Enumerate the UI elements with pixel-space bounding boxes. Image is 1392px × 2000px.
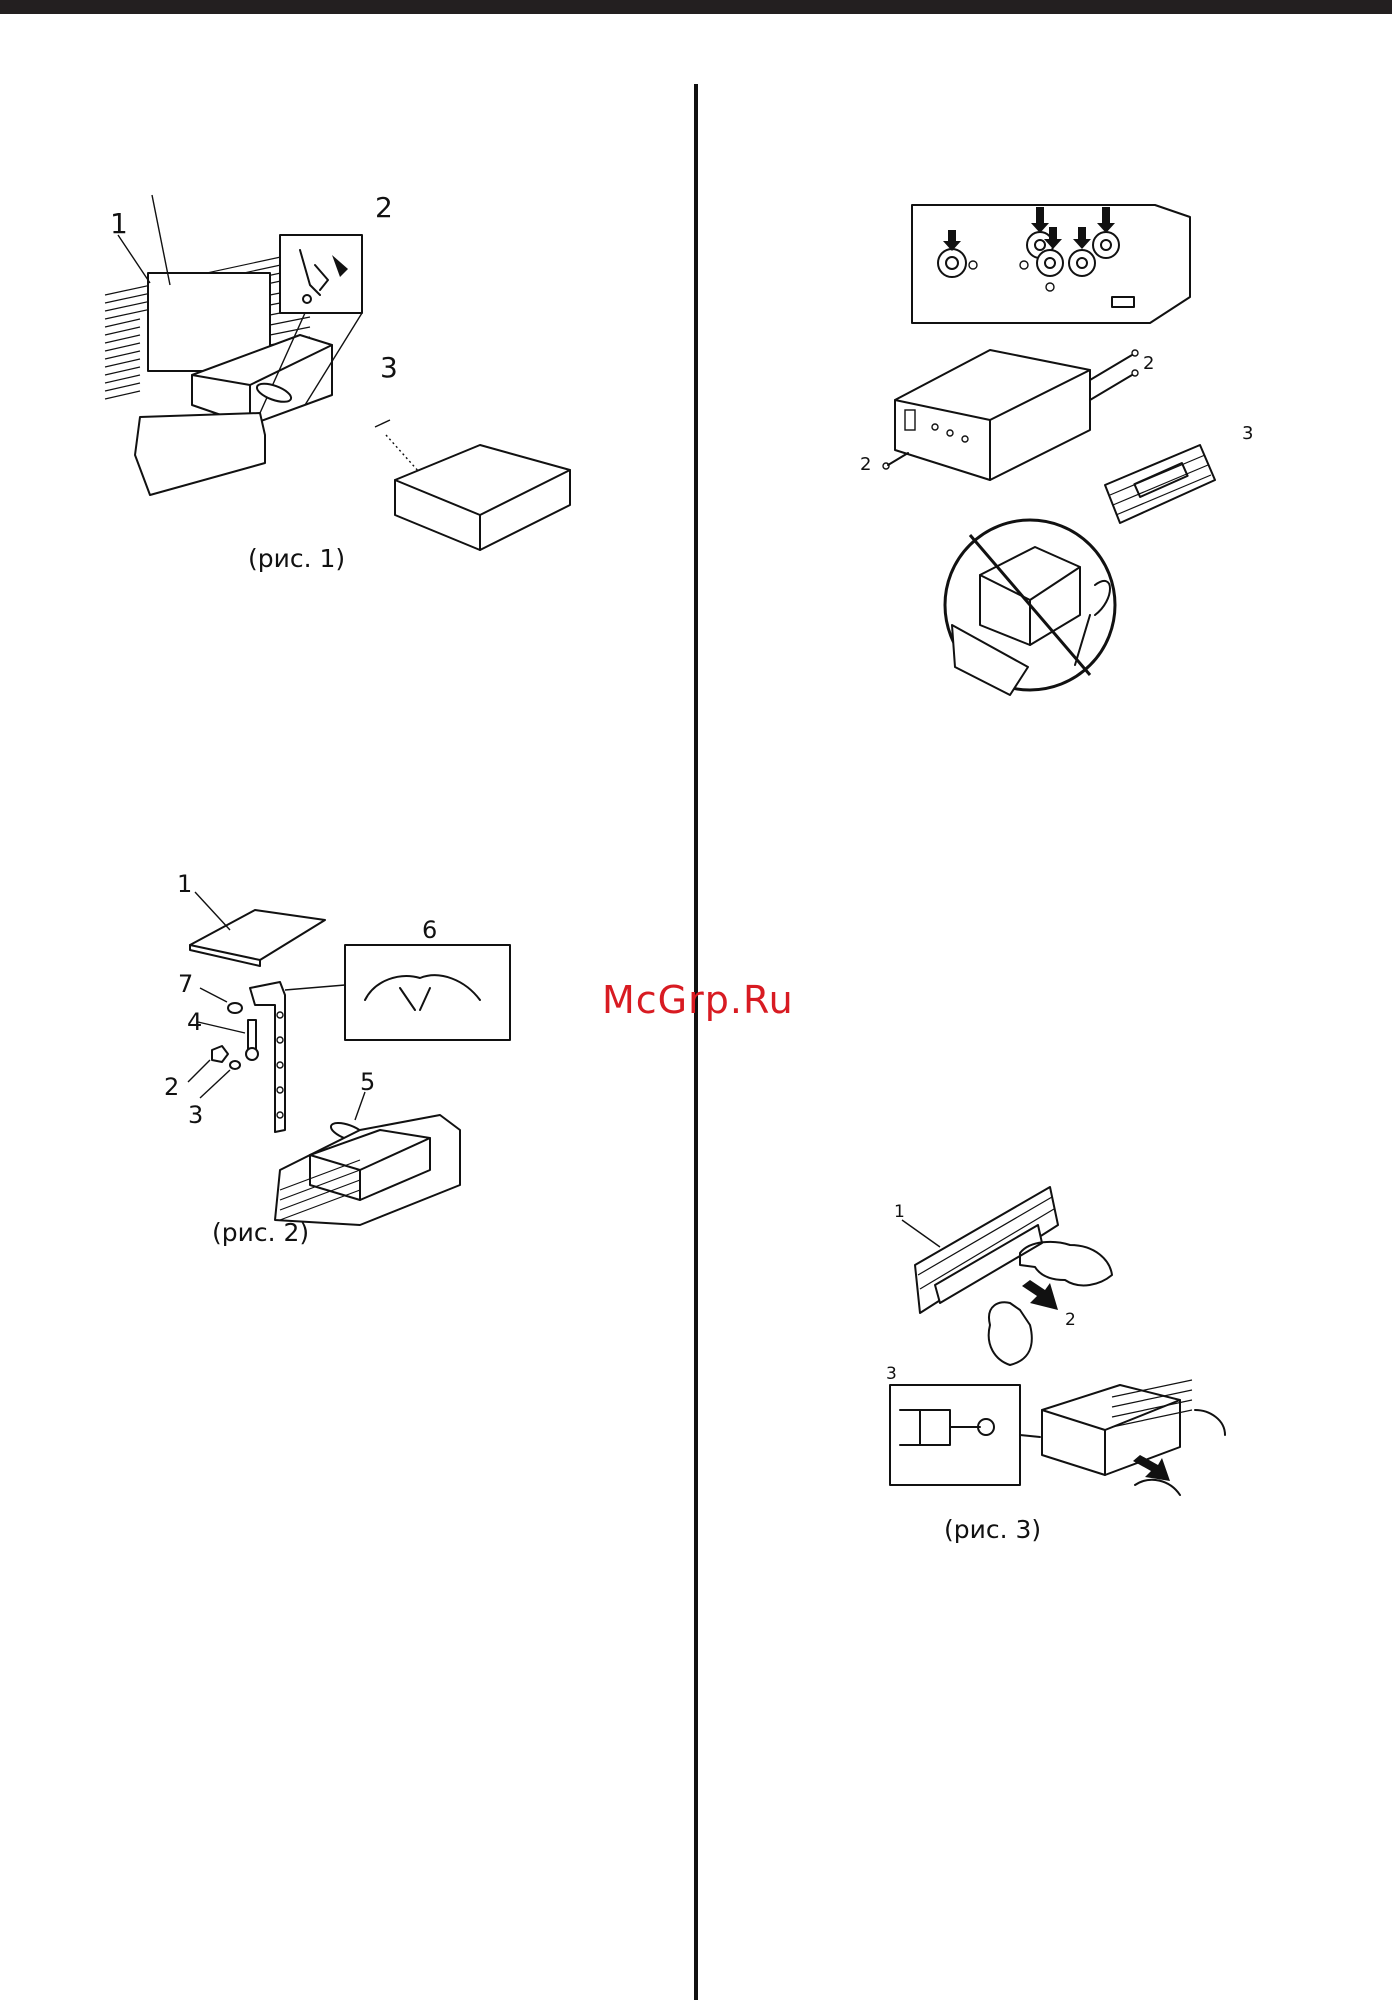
unit-being-removed bbox=[1042, 1380, 1192, 1475]
callout-5: 5 bbox=[360, 1068, 375, 1096]
washer-part-3 bbox=[230, 1061, 240, 1069]
trim-ring-part-3 bbox=[1105, 445, 1215, 523]
nut-part-2 bbox=[212, 1046, 228, 1062]
figure-1-illustration: 1 2 3 bbox=[100, 195, 600, 575]
callout-2: 2 bbox=[164, 1073, 179, 1101]
callout-2: 2 bbox=[375, 191, 393, 224]
figure-1-caption: (рис. 1) bbox=[248, 544, 345, 573]
hand-left bbox=[989, 1302, 1032, 1365]
figure-3-caption: (рис. 3) bbox=[944, 1515, 1041, 1544]
column-divider bbox=[694, 84, 698, 2000]
callout-4: 4 bbox=[187, 1008, 202, 1036]
radio-unit bbox=[883, 350, 1138, 480]
console-body bbox=[135, 413, 265, 495]
callout-3: 3 bbox=[1242, 423, 1253, 444]
figure-3-illustration: 1 2 3 bbox=[880, 1185, 1240, 1515]
pull-arrow-icon bbox=[1022, 1280, 1058, 1310]
inset-key-box bbox=[890, 1385, 1020, 1485]
figure-2-illustration: 1 6 7 4 2 3 5 bbox=[160, 870, 540, 1260]
rca-connector-illustration: 2 2 3 bbox=[860, 195, 1260, 725]
figure-2-caption: (рис. 2) bbox=[212, 1218, 309, 1247]
callout-1: 1 bbox=[110, 207, 128, 240]
callout-7: 7 bbox=[178, 970, 193, 998]
callout-6: 6 bbox=[422, 916, 437, 944]
removal-arrow-icon bbox=[1133, 1455, 1170, 1481]
callout-2-left: 2 bbox=[860, 454, 871, 475]
callout-3: 3 bbox=[380, 351, 398, 384]
callout-3: 3 bbox=[886, 1364, 897, 1384]
page-top-bar bbox=[0, 0, 1392, 14]
callout-2: 2 bbox=[1065, 1310, 1076, 1330]
bolt-part-4 bbox=[248, 1020, 256, 1050]
callout-2-right: 2 bbox=[1143, 353, 1154, 374]
watermark-text: McGrp.Ru bbox=[602, 978, 794, 1022]
inset-detail-box bbox=[280, 235, 362, 313]
washer-part-7 bbox=[228, 1003, 242, 1013]
callout-1: 1 bbox=[177, 870, 192, 898]
callout-3: 3 bbox=[188, 1101, 203, 1129]
plate-part-1 bbox=[190, 910, 325, 960]
unit-with-housing bbox=[275, 1115, 460, 1225]
radio-unit-box bbox=[395, 445, 570, 550]
prohibited-sign bbox=[945, 520, 1115, 695]
callout-1: 1 bbox=[894, 1202, 905, 1222]
